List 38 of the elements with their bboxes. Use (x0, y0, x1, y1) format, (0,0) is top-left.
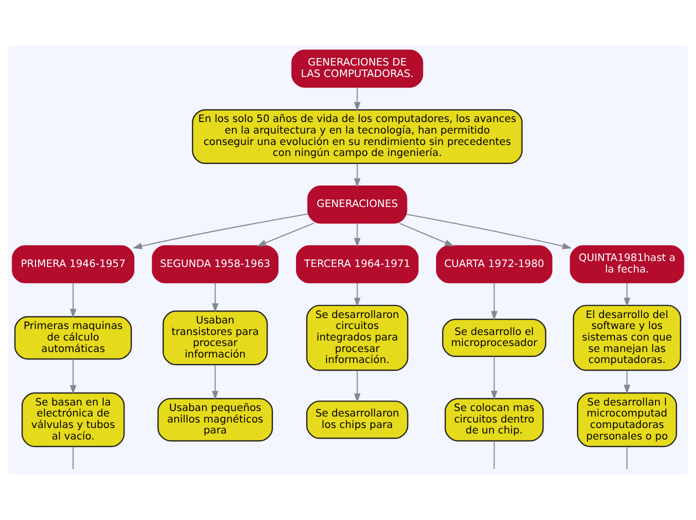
arrow (354, 164, 361, 188)
node-box: TERCERA 1964-1971 (296, 245, 419, 284)
arrow (406, 214, 572, 250)
connector (626, 446, 628, 470)
arrow (212, 282, 218, 313)
node-box: QUINTA1981hast a la fecha. (570, 245, 684, 284)
arrow (624, 370, 630, 394)
node-box: PRIMERA 1946-1957 (12, 245, 134, 284)
node-box: El desarrollo del software y los sistemas con que se manejan las computadoras. (572, 304, 682, 371)
node-box: GENERACIONES DE LAS COMPUTADORAS. (291, 50, 424, 88)
node-box: GENERACIONES (307, 186, 408, 224)
arrow (490, 356, 498, 400)
arrow (354, 223, 361, 248)
node-box: CUARTA 1972-1980 (436, 245, 552, 284)
arrow (70, 359, 76, 394)
node-box: Primeras maquinas de cálculo automáticas (14, 316, 132, 360)
node-box: Se basan en la electrónica de válvulas y tubos al vacío. (22, 392, 125, 448)
arrow (354, 282, 361, 307)
arrow (70, 282, 76, 318)
arrow (354, 370, 361, 403)
node-box: Usaban transistores para procesar información (162, 310, 268, 366)
node-box: En los solo 50 años de vida de los computadores, los avances en la arquitectura y en la tecnología, han permitido conseguir una evolución en su rendimiento sin precedentes con ningún campo de ingeniería. (192, 109, 523, 164)
node-box: Se desarrollaron circuitos integrados para procesar información. (306, 304, 408, 371)
arrow (490, 282, 498, 320)
node-box: Usaban pequeños anillos magnéticos para (157, 398, 273, 442)
arrow (354, 87, 361, 112)
node-box: Se desarrollo el microprocesador (442, 318, 546, 358)
node-box: Se desarrollan l microcomputad computadoras personales o po (576, 392, 678, 448)
connector (494, 441, 495, 469)
arrow (132, 214, 308, 250)
connector (72, 446, 74, 470)
arrow (212, 365, 218, 400)
node-box: Se desarrollaron los chips para (306, 400, 408, 439)
arrow (398, 222, 454, 246)
arrow (624, 282, 630, 307)
node-box: Se colocan mas circuitos dentro de un chip. (444, 398, 544, 442)
arrow (256, 222, 314, 246)
node-box: SEGUNDA 1958-1963 (152, 245, 278, 284)
